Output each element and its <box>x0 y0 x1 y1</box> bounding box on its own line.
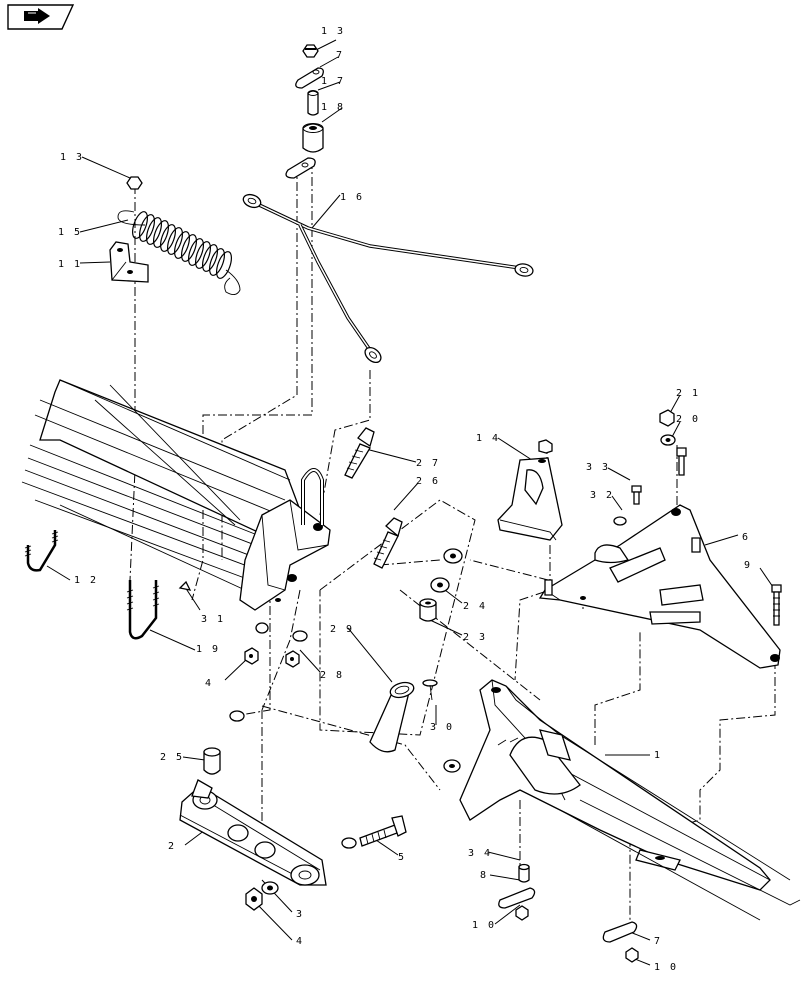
callout-label: 8 <box>480 870 488 881</box>
cable-assembly <box>242 193 534 364</box>
nut-13 <box>126 176 143 190</box>
callout-label: 6 <box>742 532 750 543</box>
triangle-bracket <box>538 504 781 669</box>
u-bolts <box>24 530 160 640</box>
callout-label: 1 7 <box>321 76 345 87</box>
bolt-5 <box>341 815 407 849</box>
callout-label: 2 8 <box>320 670 344 681</box>
bolt-27 <box>344 427 375 479</box>
callout-label: 1 9 <box>196 644 220 655</box>
callout-label: 1 3 <box>321 26 345 37</box>
link-arm <box>179 779 327 886</box>
callout-label: 2 0 <box>676 414 700 425</box>
main-frame <box>443 679 801 921</box>
callout-label: 1 2 <box>74 575 98 586</box>
callout-label: 4 <box>296 936 304 947</box>
mount-plate <box>497 439 563 541</box>
callout-label: 9 <box>744 560 752 571</box>
callout-label: 1 8 <box>321 102 345 113</box>
callout-label: 2 9 <box>330 624 354 635</box>
callout-label: 3 3 <box>586 462 610 473</box>
extension-spring <box>117 210 241 295</box>
bolt-26 <box>373 517 403 569</box>
pin-30 <box>422 679 438 701</box>
callout-label: 4 <box>205 678 213 689</box>
callout-labels: 1 3 7 1 7 1 8 1 3 1 6 1 5 1 1 2 1 2 0 1 … <box>58 26 752 973</box>
callout-label: 1 <box>654 750 662 761</box>
callout-label: 1 1 <box>58 259 82 270</box>
bracket-hardware <box>613 409 782 626</box>
next-page-button[interactable] <box>7 4 75 30</box>
leader-lines <box>46 39 776 966</box>
spring-bracket <box>109 241 149 283</box>
callout-label: 2 1 <box>676 388 700 399</box>
callout-label: 2 7 <box>416 458 440 469</box>
callout-label: 7 <box>654 936 662 947</box>
tube-29 <box>369 681 415 753</box>
callout-label: 1 3 <box>60 152 84 163</box>
callout-label: 3 <box>296 909 304 920</box>
callout-label: 3 1 <box>201 614 225 625</box>
callout-label: 3 2 <box>590 490 614 501</box>
callout-label: 2 3 <box>463 632 487 643</box>
callout-label: 3 4 <box>468 848 492 859</box>
hinge-bracket <box>239 468 331 611</box>
callout-label: 1 5 <box>58 227 82 238</box>
callout-label: 1 0 <box>472 920 496 931</box>
callout-label: 1 6 <box>340 192 364 203</box>
frame-hardware <box>498 863 639 963</box>
callout-label: 2 4 <box>463 601 487 612</box>
small-hardware <box>178 548 463 722</box>
spacer-25 <box>203 747 221 775</box>
callout-label: 1 0 <box>654 962 678 973</box>
callout-label: 7 <box>336 50 344 61</box>
callout-label: 5 <box>398 852 406 863</box>
top-hardware-stack <box>285 44 324 179</box>
callout-label: 3 0 <box>430 722 454 733</box>
callout-label: 2 5 <box>160 752 184 763</box>
callout-label: 2 <box>168 841 176 852</box>
callout-label: 2 6 <box>416 476 440 487</box>
callout-label: 1 4 <box>476 433 500 444</box>
arrow-right-icon <box>24 8 50 24</box>
link-hardware <box>245 881 279 911</box>
